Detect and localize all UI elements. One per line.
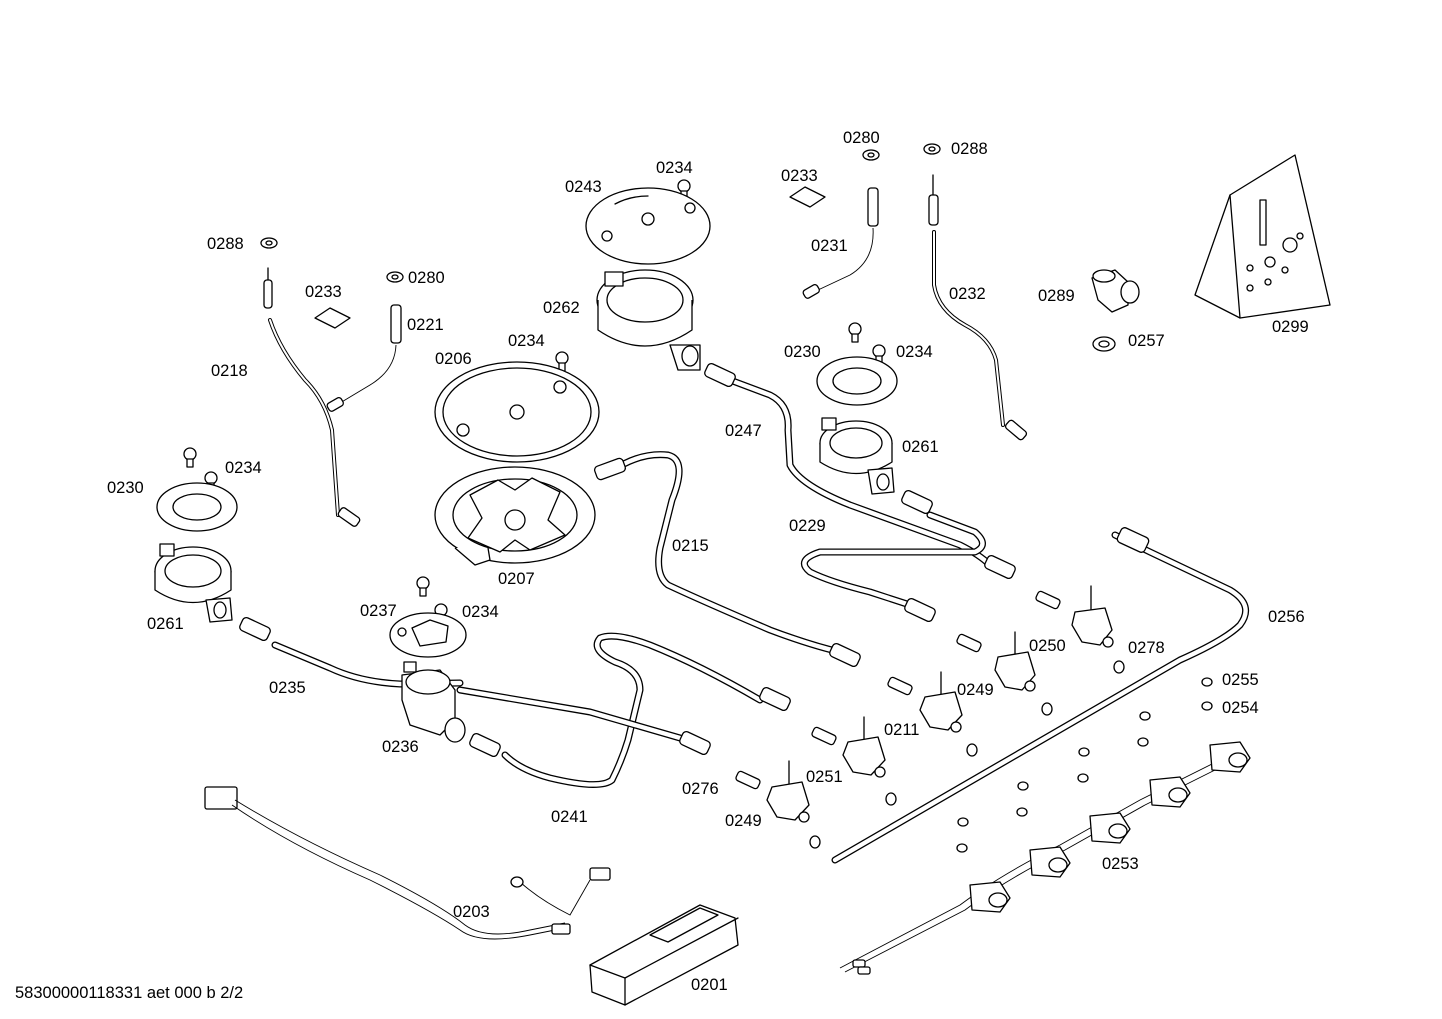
label-0234a: 0234: [656, 159, 693, 177]
label-0201: 0201: [691, 976, 728, 994]
label-0234e: 0234: [462, 603, 499, 621]
ignition-module-0201: [589, 904, 739, 1006]
label-0230b: 0230: [784, 343, 821, 361]
label-0211: 0211: [884, 721, 919, 739]
parts-bag-0299: [1194, 154, 1331, 319]
burner-cover-0237: [389, 612, 467, 658]
label-0234b: 0234: [508, 332, 545, 350]
label-0262: 0262: [543, 299, 580, 317]
label-0288a: 0288: [207, 235, 244, 253]
label-0250: 0250: [1029, 637, 1066, 655]
burner-0261-right: [819, 417, 895, 495]
label-0299: 0299: [1272, 318, 1309, 336]
burner-cap-0206: [434, 361, 600, 463]
label-0253: 0253: [1102, 855, 1139, 873]
label-0257: 0257: [1128, 332, 1165, 350]
ignition-electrode-0221: [326, 304, 402, 412]
burner-cover-0230-right: [816, 356, 898, 406]
label-0254: 0254: [1222, 699, 1259, 717]
label-0233b: 0233: [781, 167, 818, 185]
label-0247: 0247: [725, 422, 762, 440]
drawing-id: 58300000118331 aet 000 b 2/2: [15, 984, 243, 1002]
label-0256: 0256: [1268, 608, 1305, 626]
burner-0261-left: [154, 543, 233, 623]
label-0261a: 0261: [147, 615, 184, 633]
burner-0207: [434, 466, 596, 566]
burner-0236: [401, 661, 466, 743]
label-0280a: 0280: [843, 129, 880, 147]
gas-pipes: [271, 376, 1250, 864]
label-0261b: 0261: [902, 438, 939, 456]
label-0231: 0231: [811, 237, 848, 255]
ignition-harness-0253: [839, 741, 1251, 975]
label-0221: 0221: [407, 316, 444, 334]
label-0241: 0241: [551, 808, 588, 826]
label-0251: 0251: [806, 768, 843, 786]
wiring-harness-0203: [204, 786, 611, 940]
label-0234c: 0234: [896, 343, 933, 361]
elbow-fitting-0289: [1091, 269, 1140, 313]
label-0288b: 0288: [951, 140, 988, 158]
label-0237: 0237: [360, 602, 397, 620]
part-labels: 0280 0288 0234 0233 0243 0288 0231 0280 …: [107, 129, 1309, 994]
thermocouple-0232: [928, 174, 1028, 441]
label-0276: 0276: [682, 780, 719, 798]
label-0234d: 0234: [225, 459, 262, 477]
label-0278: 0278: [1128, 639, 1165, 657]
label-0230a: 0230: [107, 479, 144, 497]
gas-valves: [239, 362, 1150, 849]
burner-cover-0243: [585, 187, 711, 265]
label-0207: 0207: [498, 570, 535, 588]
label-0255: 0255: [1222, 671, 1259, 689]
label-0232: 0232: [949, 285, 986, 303]
ignition-electrode-0231: [802, 187, 879, 299]
label-0203: 0203: [453, 903, 490, 921]
burner-cover-0230-left: [156, 482, 238, 532]
thermocouple-0218: [263, 267, 361, 527]
label-0229: 0229: [789, 517, 826, 535]
label-0236: 0236: [382, 738, 419, 756]
burner-base-0262: [596, 269, 701, 371]
washers-and-screws: [183, 143, 1213, 853]
label-0249a: 0249: [725, 812, 762, 830]
label-0249b: 0249: [957, 681, 994, 699]
label-0206: 0206: [435, 350, 472, 368]
label-0235: 0235: [269, 679, 306, 697]
label-0215: 0215: [672, 537, 709, 555]
label-0289: 0289: [1038, 287, 1075, 305]
label-0243: 0243: [565, 178, 602, 196]
label-0218: 0218: [211, 362, 248, 380]
label-0233a: 0233: [305, 283, 342, 301]
label-0280b: 0280: [408, 269, 445, 287]
